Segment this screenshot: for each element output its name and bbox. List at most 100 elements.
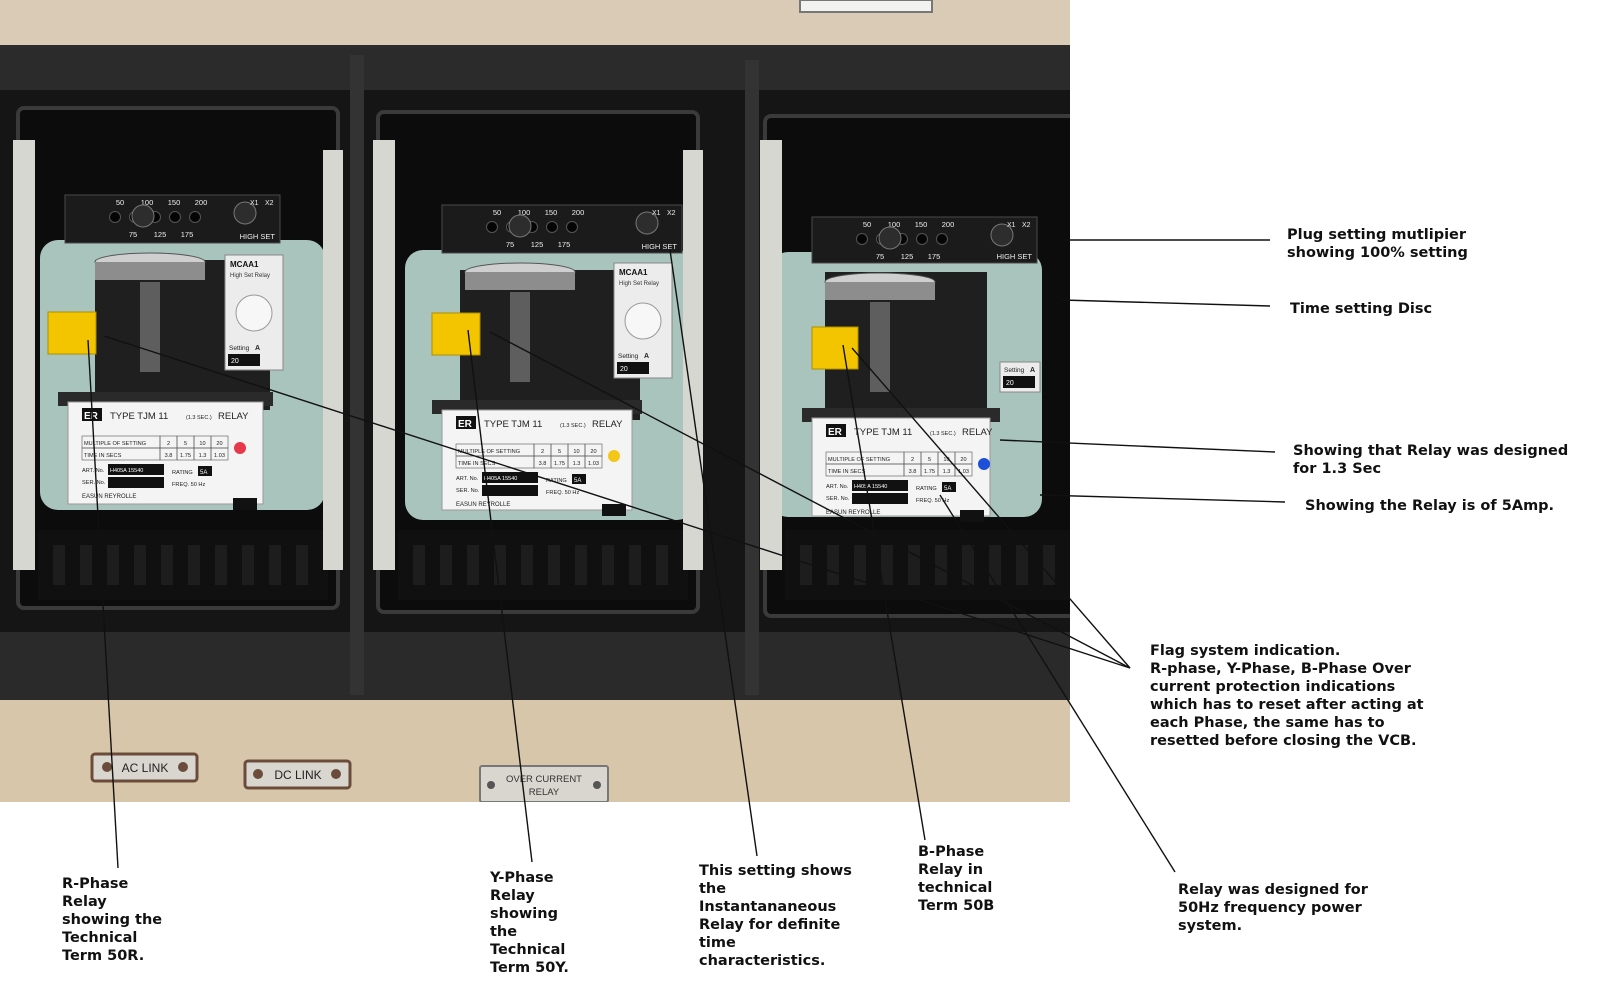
leader-line bbox=[489, 331, 1131, 669]
tap-bottom-label: 125 bbox=[901, 252, 914, 261]
table-row-label: TIME IN SECS bbox=[84, 453, 122, 459]
leader-line bbox=[1061, 299, 1271, 307]
callout-50hz-frequency: Relay was designed for 50Hz frequency po… bbox=[1178, 882, 1368, 934]
type-text: TYPE TJM 11 bbox=[110, 411, 168, 422]
ac-link-label: AC LINK bbox=[122, 761, 169, 775]
art-value: H405A 15540 bbox=[484, 476, 517, 482]
mcaa1-title: MCAA1 bbox=[619, 268, 648, 277]
rating-value: 5A bbox=[200, 470, 207, 476]
leader-line bbox=[999, 439, 1276, 453]
table-row-label: TIME IN SECS bbox=[458, 461, 496, 467]
table-cell: 5 bbox=[558, 449, 561, 455]
table-cell: 5 bbox=[184, 441, 187, 447]
rating-value: 5A bbox=[944, 486, 951, 492]
tap-top-label: 200 bbox=[572, 208, 585, 217]
rating-label: RATING bbox=[546, 478, 567, 484]
tap-top-label: 100 bbox=[518, 208, 531, 217]
tap-top-label: 150 bbox=[545, 208, 558, 217]
setting-unit: A bbox=[255, 345, 260, 352]
tap-top-label: 50 bbox=[116, 198, 124, 207]
type-text: TYPE TJM 11 bbox=[854, 427, 912, 438]
table-cell: 20 bbox=[590, 449, 596, 455]
tap-bottom-label: 175 bbox=[181, 230, 194, 239]
flag-indicator bbox=[811, 326, 859, 370]
tap-plug bbox=[878, 226, 902, 250]
highset-plug bbox=[990, 223, 1014, 247]
callout-time-setting-disc: Time setting Disc bbox=[1290, 301, 1433, 317]
art-label: ART. No. bbox=[826, 484, 849, 490]
leader-line bbox=[939, 494, 1176, 873]
x1-label: X1 bbox=[250, 200, 259, 207]
relay-text: RELAY bbox=[962, 427, 993, 438]
table-row-label: TIME IN SECS bbox=[828, 469, 866, 475]
callout-flag-system-indication: Flag system indication. R-phase, Y-Phase… bbox=[1150, 643, 1424, 749]
leader-line bbox=[103, 335, 1131, 669]
leader-line bbox=[467, 329, 533, 863]
table-row-label: MULTIPLE OF SETTING bbox=[84, 441, 146, 447]
maker-text: EASUN REYROLLE bbox=[82, 494, 136, 500]
setting-label: Setting bbox=[618, 353, 639, 360]
ser-label: SER. No. bbox=[456, 488, 480, 494]
tap-bottom-label: 125 bbox=[531, 240, 544, 249]
er-logo: ER bbox=[458, 419, 473, 430]
art-value: H405A 15540 bbox=[110, 468, 143, 474]
tap-bottom-label: 75 bbox=[876, 252, 884, 261]
table-cell: 2 bbox=[911, 457, 914, 463]
tap-top-label: 50 bbox=[493, 208, 501, 217]
x1-label: X1 bbox=[652, 210, 661, 217]
overcurrent-label-line2: RELAY bbox=[529, 787, 560, 798]
mcaa1-title: MCAA1 bbox=[230, 260, 259, 269]
setting-unit: A bbox=[1030, 367, 1035, 374]
x2-label: X2 bbox=[667, 210, 676, 217]
table-cell: 1.03 bbox=[958, 469, 969, 475]
callout-r-phase-relay: R-Phase Relay showing the Technical Term… bbox=[62, 876, 163, 964]
relay-text: RELAY bbox=[218, 411, 249, 422]
er-logo: ER bbox=[84, 411, 99, 422]
table-row-label: MULTIPLE OF SETTING bbox=[458, 449, 520, 455]
setting-unit: A bbox=[644, 353, 649, 360]
rating-label: RATING bbox=[172, 470, 193, 476]
tap-top-label: 150 bbox=[915, 220, 928, 229]
callout-designed-1-3-sec: Showing that Relay was designed for 1.3 … bbox=[1293, 443, 1569, 477]
table-cell: 2 bbox=[541, 449, 544, 455]
table-cell: 10 bbox=[573, 449, 579, 455]
tap-top-label: 50 bbox=[863, 220, 871, 229]
table-cell: 1.3 bbox=[573, 461, 581, 467]
setting-label: Setting bbox=[229, 345, 250, 352]
table-cell: 1.03 bbox=[588, 461, 599, 467]
rating-value: 5A bbox=[574, 478, 581, 484]
mcaa1-subtitle: High Set Relay bbox=[619, 281, 659, 287]
tap-bottom-label: 75 bbox=[129, 230, 137, 239]
table-cell: 3.8 bbox=[909, 469, 917, 475]
mcaa1-subtitle: High Set Relay bbox=[230, 273, 270, 279]
tap-top-label: 100 bbox=[141, 198, 154, 207]
tap-bottom-label: 175 bbox=[558, 240, 571, 249]
x1-label: X1 bbox=[1007, 222, 1016, 229]
tap-bottom-label: 175 bbox=[928, 252, 941, 261]
setting-value: 20 bbox=[1006, 380, 1014, 387]
table-cell: 5 bbox=[928, 457, 931, 463]
table-cell: 3.8 bbox=[165, 453, 173, 459]
tap-top-label: 150 bbox=[168, 198, 181, 207]
callout-5-amp-rating: Showing the Relay is of 5Amp. bbox=[1305, 498, 1555, 514]
overcurrent-relay-plate: OVER CURRENT RELAY bbox=[479, 765, 609, 803]
tap-top-label: 200 bbox=[942, 220, 955, 229]
er-logo: ER bbox=[828, 427, 843, 438]
freq-text: FREQ. 50 Hz bbox=[172, 482, 205, 488]
sec-text: (1.3 SEC.) bbox=[186, 415, 212, 421]
leader-line bbox=[87, 339, 119, 869]
table-cell: 3.8 bbox=[539, 461, 547, 467]
sec-text: (1.3 SEC.) bbox=[930, 431, 956, 437]
overcurrent-label-line1: OVER CURRENT bbox=[506, 774, 582, 785]
high-set-label: HIGH SET bbox=[240, 232, 276, 241]
tap-plug bbox=[508, 214, 532, 238]
phase-color-dot bbox=[608, 450, 620, 462]
high-set-label: HIGH SET bbox=[997, 252, 1033, 261]
table-cell: 20 bbox=[216, 441, 222, 447]
callout-b-phase-relay: B-Phase Relay in technical Term 50B bbox=[918, 844, 995, 914]
